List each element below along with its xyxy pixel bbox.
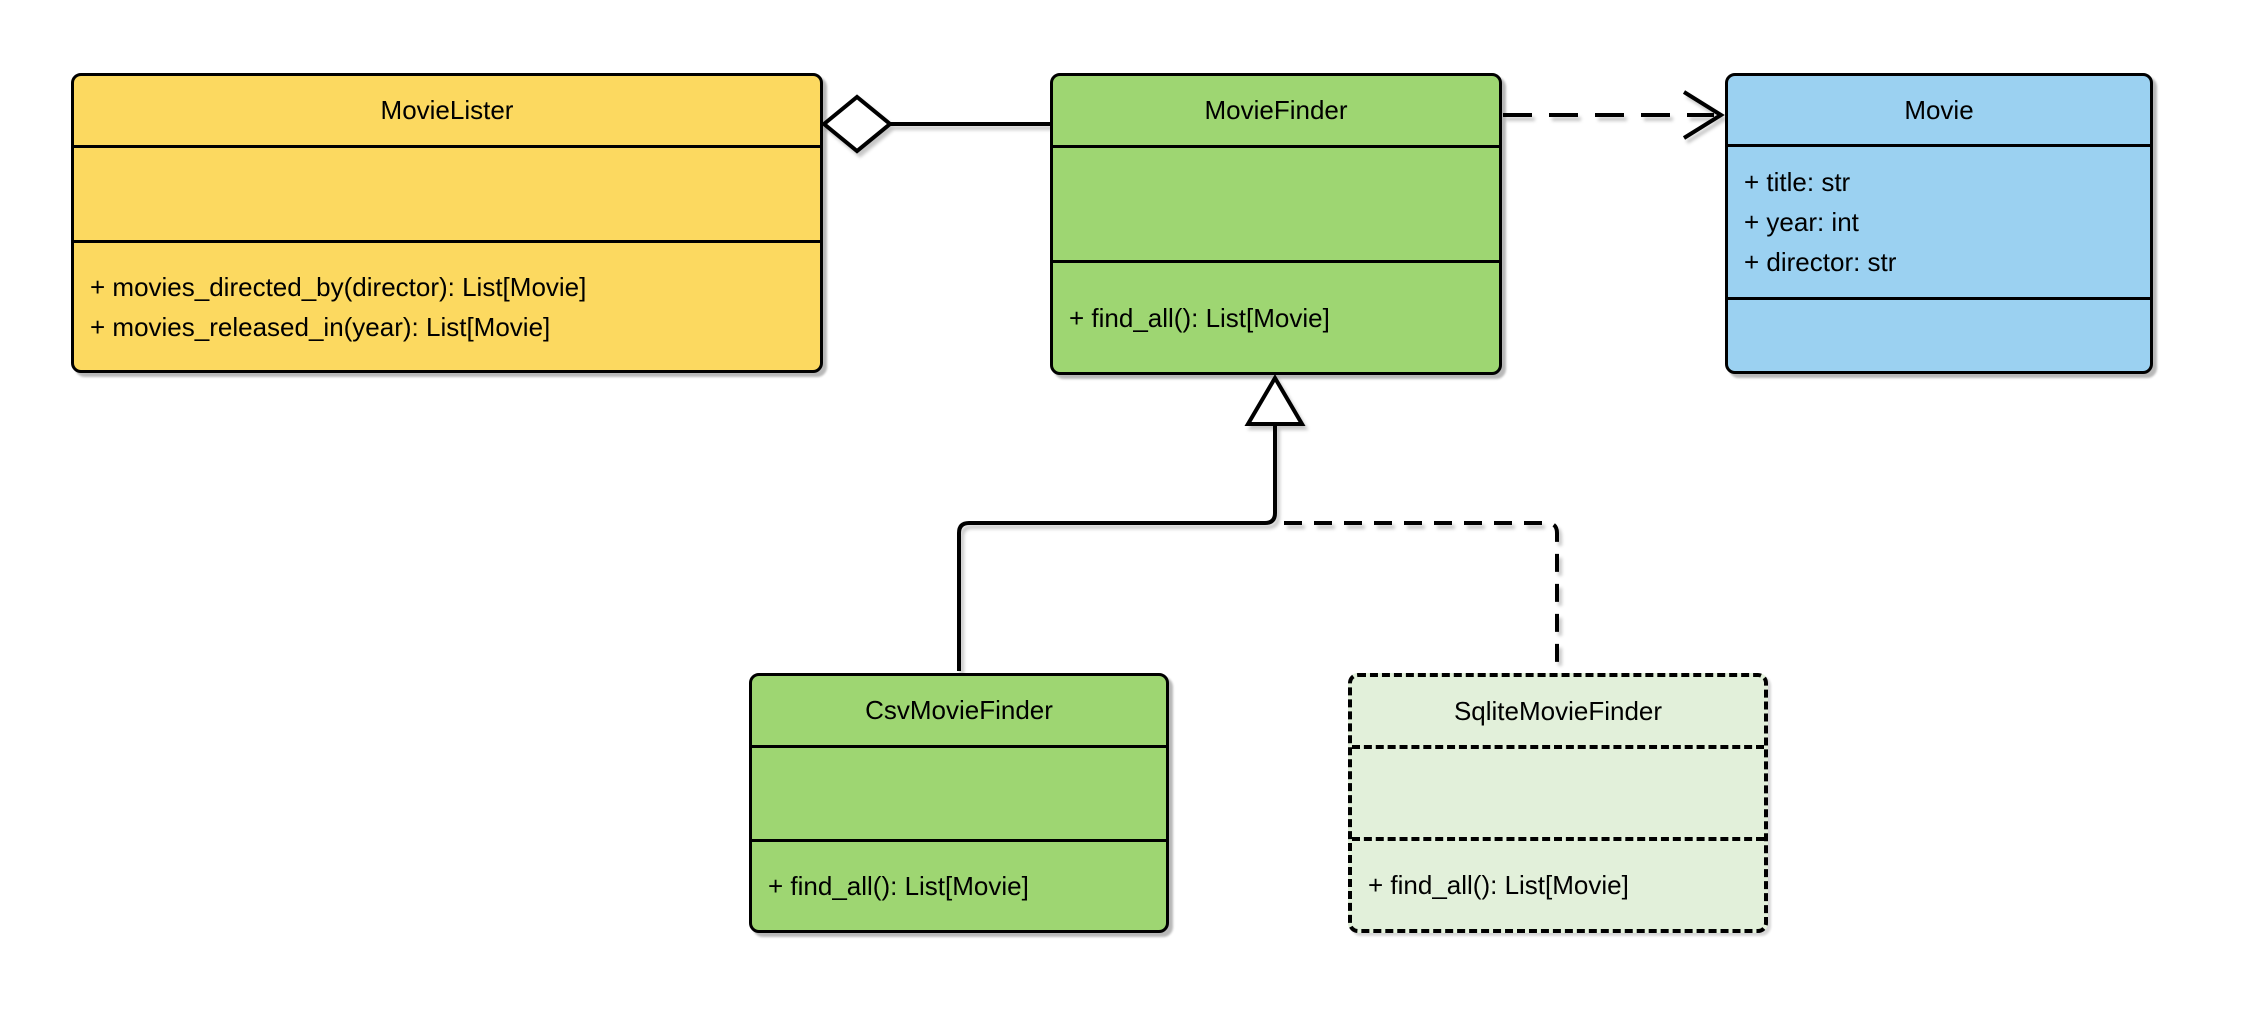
class-methods-compartment: + find_all(): List[Movie]: [1053, 260, 1499, 372]
method-label: + find_all(): List[Movie]: [1069, 302, 1330, 333]
class-sqlitemoviefinder[interactable]: SqliteMovieFinder + find_all(): List[Mov…: [1348, 673, 1768, 933]
class-methods-compartment: [1728, 297, 2150, 371]
inheritance-dashed-connector[interactable]: [1284, 521, 1559, 671]
attribute-label: + year: int: [1744, 207, 1859, 237]
class-movielister[interactable]: MovieLister + movies_directed_by(directo…: [71, 73, 823, 373]
inheritance-solid-line: [957, 424, 1277, 671]
class-fields-compartment: [1053, 145, 1499, 260]
class-name-label: SqliteMovieFinder: [1453, 695, 1663, 726]
class-movie[interactable]: Movie + title: str + year: int + directo…: [1725, 73, 2153, 374]
class-name-label: MovieLister: [380, 95, 514, 125]
class-name-label: Movie: [1904, 94, 1974, 125]
class-title-compartment: Movie: [1728, 76, 2150, 144]
method-label: + movies_directed_by(director): List[Mov…: [90, 271, 587, 302]
class-fields-compartment: [752, 745, 1166, 839]
method-label: + find_all(): List[Movie]: [768, 871, 1029, 901]
method-label: + movies_released_in(year): List[Movie]: [90, 311, 551, 342]
class-methods-compartment: + movies_directed_by(director): List[Mov…: [74, 240, 820, 370]
class-name-label: MovieFinder: [1204, 95, 1348, 125]
attribute-label: + director: str: [1744, 247, 1897, 277]
class-methods-compartment: + find_all(): List[Movie]: [1352, 837, 1764, 929]
dependency-connector[interactable]: [1503, 90, 1725, 140]
class-fields-compartment: [1352, 745, 1764, 837]
class-title-compartment: MovieLister: [74, 76, 820, 145]
class-moviefinder[interactable]: MovieFinder + find_all(): List[Movie]: [1050, 73, 1502, 375]
class-fields-compartment: + title: str + year: int + director: str: [1728, 144, 2150, 297]
hollow-triangle-icon: [1244, 374, 1306, 426]
inheritance-dashed-line: [1284, 521, 1559, 671]
open-arrowhead-icon: [1682, 90, 1725, 140]
class-title-compartment: MovieFinder: [1053, 76, 1499, 145]
attribute-label: + title: str: [1744, 167, 1851, 197]
class-title-compartment: SqliteMovieFinder: [1352, 677, 1764, 745]
class-fields-compartment: [74, 145, 820, 240]
class-methods-compartment: + find_all(): List[Movie]: [752, 839, 1166, 930]
method-label: + find_all(): List[Movie]: [1368, 870, 1629, 900]
hollow-diamond-icon: [820, 94, 894, 154]
class-title-compartment: CsvMovieFinder: [752, 676, 1166, 745]
inheritance-solid-connector[interactable]: [957, 374, 1306, 671]
class-name-label: CsvMovieFinder: [865, 695, 1053, 725]
class-csvmoviefinder[interactable]: CsvMovieFinder + find_all(): List[Movie]: [749, 673, 1169, 933]
aggregation-connector[interactable]: [820, 94, 1052, 154]
